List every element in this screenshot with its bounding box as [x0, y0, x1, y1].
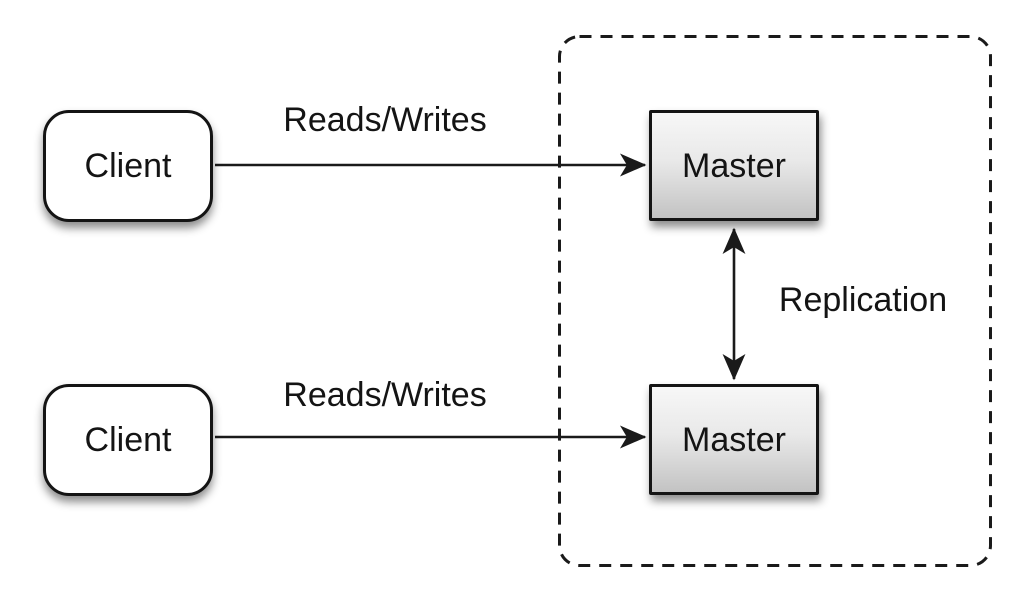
master-node-top-label: Master	[682, 146, 786, 185]
master-node-bottom: Master	[649, 384, 819, 495]
reads-writes-label-top: Reads/Writes	[283, 101, 487, 139]
master-node-bottom-label: Master	[682, 420, 786, 459]
replication-label: Replication	[778, 281, 948, 319]
replication-boundary-dashed-box	[558, 35, 992, 567]
reads-writes-label-bottom: Reads/Writes	[283, 376, 487, 414]
client-node-top: Client	[43, 110, 213, 222]
client-node-bottom: Client	[43, 384, 213, 496]
client-node-top-label: Client	[84, 147, 172, 185]
client-node-bottom-label: Client	[84, 421, 172, 459]
master-node-top: Master	[649, 110, 819, 221]
